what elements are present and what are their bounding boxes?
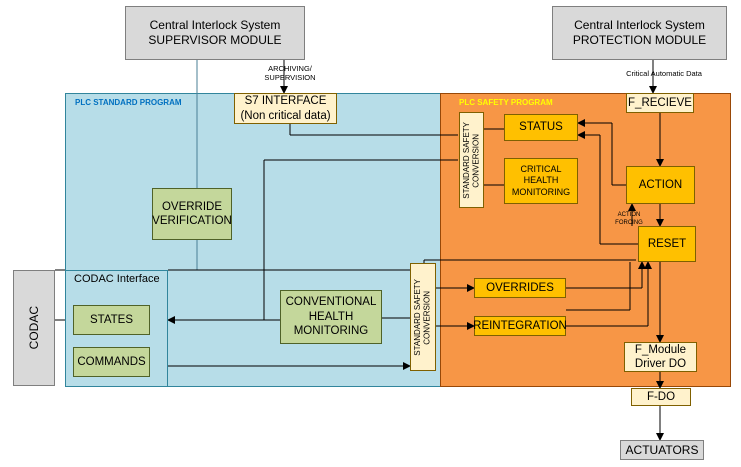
plc-safety-program-title: PLC SAFETY PROGRAM: [459, 98, 553, 107]
standard-safety-conversion-bottom-label: STANDARD SAFETY CONVERSION: [413, 278, 432, 356]
codac-block: CODAC: [13, 270, 55, 386]
conventional-health-monitoring-block: CONVENTIONAL HEALTH MONITORING: [280, 290, 382, 344]
s7-interface-line2: (Non critical data): [240, 109, 331, 122]
supervisor-module-line2: SUPERVISOR MODULE: [148, 33, 282, 47]
reset-block: RESET: [638, 226, 696, 262]
supervisor-module-block: Central Interlock System SUPERVISOR MODU…: [125, 6, 305, 60]
states-block: STATES: [73, 305, 150, 335]
overrides-block: OVERRIDES: [474, 278, 566, 298]
commands-block: COMMANDS: [73, 347, 150, 377]
action-block: ACTION: [626, 166, 695, 204]
reintegration-block: REINTEGRATION: [473, 316, 567, 336]
action-forcing-label: ACTION FORCING: [615, 212, 643, 226]
s7-interface-block: S7 INTERFACE (Non critical data): [234, 93, 337, 124]
f-do-block: F-DO: [631, 388, 691, 406]
standard-safety-conversion-top: STANDARD SAFETY CONVERSION: [459, 112, 484, 208]
critical-health-monitoring-block: CRITICAL HEALTH MONITORING: [504, 158, 578, 204]
protection-module-line1: Central Interlock System: [574, 18, 705, 32]
actuators-block: ACTUATORS: [620, 440, 704, 460]
supervisor-module-line1: Central Interlock System: [149, 18, 281, 32]
standard-safety-conversion-bottom: STANDARD SAFETY CONVERSION: [410, 263, 436, 371]
protection-module-line2: PROTECTION MODULE: [572, 33, 707, 47]
override-verification-block: OVERRIDE VERIFICATION: [152, 188, 232, 240]
critical-automatic-data-label: Critical Automatic Data: [626, 69, 702, 78]
f-recieve-block: F_RECIEVE: [626, 93, 694, 113]
codac-interface-title: CODAC Interface: [74, 273, 160, 285]
plc-standard-program-title: PLC STANDARD PROGRAM: [75, 98, 182, 107]
codac-label: CODAC: [26, 306, 41, 350]
status-block: STATUS: [504, 114, 578, 141]
archiving-supervision-label: ARCHIVING/ SUPERVISION: [264, 64, 316, 83]
standard-safety-conversion-top-label: STANDARD SAFETY CONVERSION: [461, 121, 481, 199]
s7-interface-line1: S7 INTERFACE: [244, 95, 327, 108]
f-module-driver-block: F_Module Driver DO: [624, 342, 697, 372]
protection-module-block: Central Interlock System PROTECTION MODU…: [552, 6, 727, 60]
